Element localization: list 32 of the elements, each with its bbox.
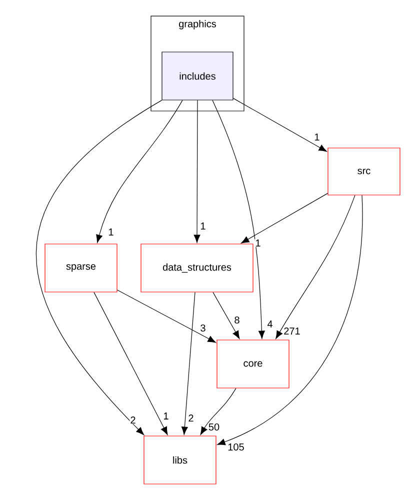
edge-label: 3: [200, 324, 206, 332]
arrow: [36, 100, 162, 436]
folder-box: sparse: [44, 244, 118, 292]
arrow: [276, 195, 356, 339]
arrow: [96, 100, 183, 243]
arrow: [181, 292, 196, 435]
edge-label: 2: [188, 414, 194, 422]
edge-label: 1: [254, 239, 262, 247]
edge-label: 2: [130, 416, 136, 424]
edge-label: 1: [162, 412, 170, 420]
edge-label: 271: [283, 327, 301, 335]
folder-box: libs: [144, 436, 216, 484]
folder-box: core: [216, 340, 290, 388]
arrow: [117, 290, 216, 343]
arrow: [212, 100, 265, 339]
folder-box: src: [328, 148, 400, 196]
arrow: [241, 193, 328, 244]
arrow: [217, 195, 363, 446]
arrow: [232, 98, 327, 152]
edge-label: 1: [200, 222, 206, 230]
arrow: [194, 100, 200, 243]
edge-label: 4: [266, 320, 274, 328]
edge-label: 105: [227, 442, 245, 452]
edge-label: 1: [314, 133, 320, 141]
folder-box: data_structures: [140, 244, 254, 292]
folder-box: includes: [162, 52, 234, 100]
arrow: [94, 292, 168, 435]
arrow: [200, 388, 236, 435]
edge-label: 50: [208, 422, 220, 432]
edge-label: 1: [108, 228, 114, 236]
edge-label: 8: [234, 316, 240, 324]
arrow: [212, 292, 240, 339]
